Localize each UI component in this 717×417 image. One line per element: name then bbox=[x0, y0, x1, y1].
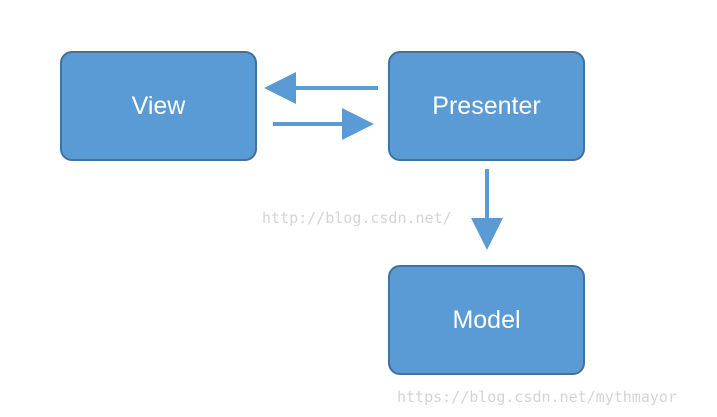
view-label: View bbox=[131, 91, 186, 120]
view-box: View bbox=[60, 51, 257, 161]
model-box: Model bbox=[388, 265, 585, 375]
watermark-bottom: https://blog.csdn.net/mythmayor bbox=[397, 388, 677, 406]
model-label: Model bbox=[452, 305, 521, 334]
presenter-box: Presenter bbox=[388, 51, 585, 161]
presenter-label: Presenter bbox=[432, 91, 541, 120]
watermark-center: http://blog.csdn.net/ bbox=[262, 209, 452, 227]
